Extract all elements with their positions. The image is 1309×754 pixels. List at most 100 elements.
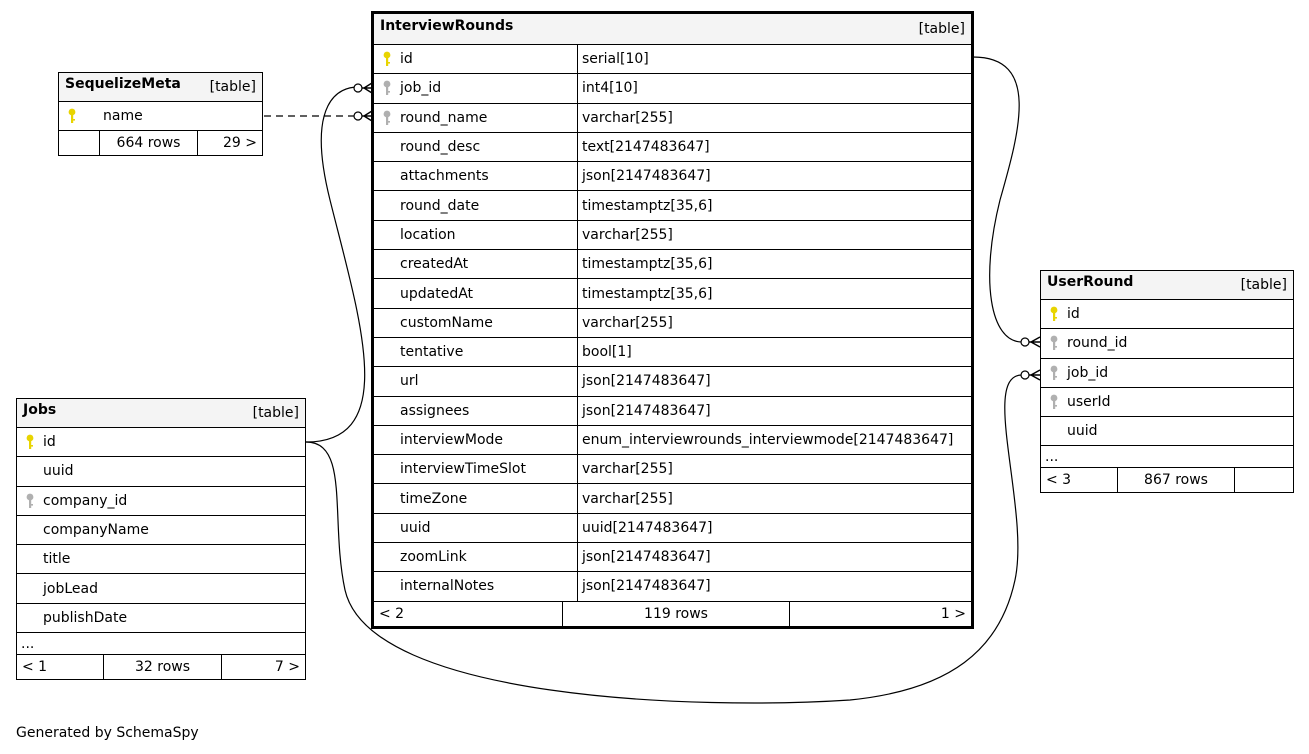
table-name: InterviewRounds — [380, 18, 514, 34]
column-row[interactable]: name — [59, 102, 262, 132]
column-row[interactable]: companyName — [17, 516, 305, 546]
column-row[interactable]: job_id — [1041, 359, 1293, 388]
column-type: json[2147483647] — [582, 549, 711, 566]
column-name: round_name — [400, 103, 578, 132]
column-row[interactable]: publishDate — [17, 604, 305, 634]
column-name: uuid — [1067, 423, 1098, 440]
footer-prev[interactable]: < 2 — [374, 601, 563, 626]
column-name: id — [43, 434, 56, 451]
column-name: customName — [400, 308, 578, 337]
table-type: [table] — [1240, 277, 1287, 293]
column-type: uuid[2147483647] — [582, 519, 713, 536]
footer-row-count: 119 rows — [563, 601, 790, 626]
footer-prev[interactable]: < 1 — [17, 655, 104, 680]
foreign-key-icon — [374, 104, 400, 132]
column-type: int4[10] — [582, 80, 638, 97]
column-type: varchar[255] — [582, 490, 673, 507]
column-row[interactable]: id — [1041, 300, 1293, 330]
footer-row-count: 664 rows — [100, 131, 198, 156]
table-header: UserRound [table] — [1041, 271, 1293, 300]
table-type: [table] — [252, 405, 299, 421]
column-name: id — [400, 45, 578, 74]
edge-interviewrounds-userround-roundid — [972, 56, 1023, 343]
column-name: id — [1067, 306, 1080, 323]
column-row[interactable]: title — [17, 545, 305, 575]
column-name: interviewMode — [400, 425, 578, 455]
column-row[interactable]: id — [17, 428, 305, 458]
column-name: userId — [1067, 394, 1111, 411]
column-name: round_date — [400, 191, 578, 220]
edge-jobs-userround-jobid — [305, 374, 1023, 704]
footer-next[interactable]: 29 > — [223, 135, 257, 152]
table-footer: < 1 32 rows 7 > — [17, 655, 305, 680]
column-type: serial[10] — [582, 51, 649, 68]
footer-prev[interactable]: < 3 — [1041, 468, 1118, 493]
column-row[interactable]: round_id — [1041, 329, 1293, 359]
column-name: url — [400, 367, 578, 396]
footer-next[interactable]: 1 > — [940, 605, 966, 622]
column-row[interactable]: userId — [1041, 388, 1293, 418]
column-name: tentative — [400, 337, 578, 367]
column-row[interactable]: company_id — [17, 487, 305, 516]
primary-key-icon — [17, 434, 43, 450]
table-type: [table] — [209, 79, 256, 95]
table-footer: < 3 867 rows — [1041, 468, 1293, 493]
column-type: bool[1] — [582, 344, 632, 361]
foreign-key-icon — [17, 493, 43, 509]
column-name: round_desc — [400, 132, 578, 162]
column-name: uuid — [43, 463, 74, 480]
column-spacer — [374, 543, 400, 571]
footer-row-count: 32 rows — [104, 655, 222, 680]
column-spacer — [374, 309, 400, 337]
table-sequelizemeta[interactable]: SequelizeMeta [table] name 664 rows 29 > — [58, 72, 263, 157]
footer-next[interactable] — [1235, 468, 1293, 492]
foreign-key-icon — [1041, 394, 1067, 410]
column-name: company_id — [43, 492, 128, 509]
more-columns-ellipsis[interactable]: ... — [1041, 446, 1293, 469]
column-name: attachments — [400, 162, 578, 191]
column-spacer — [374, 191, 400, 219]
table-footer: < 2 119 rows 1 > — [374, 601, 971, 626]
primary-key-icon — [59, 108, 85, 124]
column-type: text[2147483647] — [582, 139, 710, 156]
column-spacer — [374, 514, 400, 542]
column-row[interactable]: uuid — [17, 457, 305, 487]
column-name: uuid — [400, 513, 578, 543]
edge-optional-circle — [353, 83, 363, 93]
column-row[interactable]: jobLead — [17, 574, 305, 604]
column-type: varchar[255] — [582, 109, 673, 126]
more-columns-ellipsis[interactable]: ... — [17, 633, 305, 656]
column-spacer — [374, 162, 400, 190]
column-row[interactable]: uuid — [1041, 417, 1293, 447]
edge-optional-circle — [353, 111, 363, 121]
column-type: json[2147483647] — [582, 578, 711, 595]
footer-prev[interactable] — [59, 131, 100, 156]
generated-by-caption: Generated by SchemaSpy — [16, 725, 199, 741]
footer-next[interactable]: 7 > — [274, 659, 300, 676]
column-type: varchar[255] — [582, 314, 673, 331]
column-name: updatedAt — [400, 279, 578, 308]
